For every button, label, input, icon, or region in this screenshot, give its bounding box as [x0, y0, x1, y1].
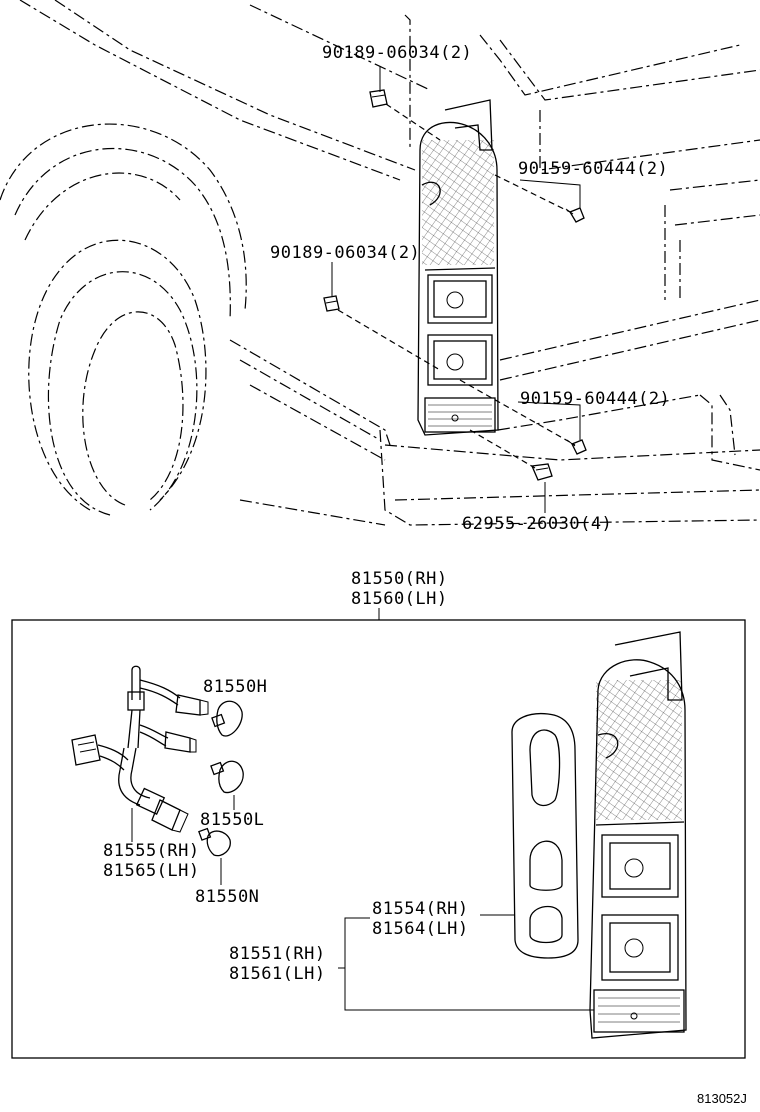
- vehicle-body-outline: [0, 0, 760, 526]
- screw-lower-label: 90159-60444(2): [520, 389, 670, 409]
- tail-lamp-installed: [417, 99, 499, 436]
- lamp-assy-lh-label: 81560(LH): [351, 589, 448, 609]
- lens-rh-label: 81551(RH): [229, 944, 326, 964]
- lamp-assy-rh-label: 81550(RH): [351, 569, 448, 589]
- nut-lower-icon: [323, 295, 340, 312]
- socket-lh-label: 81565(LH): [103, 861, 200, 881]
- assembly-detail-box: [11, 619, 746, 1059]
- socket-harness-icon: [71, 665, 209, 833]
- screw-upper-icon: [565, 207, 585, 223]
- bulb-l-label: 81550L: [200, 810, 264, 830]
- bulb-n-icon: [198, 827, 231, 857]
- lens-lh-label: 81561(LH): [229, 964, 326, 984]
- gasket-icon: [511, 712, 579, 959]
- bulb-h-icon: [211, 700, 243, 737]
- nut-lower-label: 90189-06034(2): [270, 243, 420, 263]
- screw-upper-label: 90159-60444(2): [518, 159, 668, 179]
- screw-lower-icon: [566, 439, 587, 455]
- bulb-n-label: 81550N: [195, 887, 259, 907]
- bulb-l-icon: [210, 760, 244, 794]
- clip-icon: [531, 463, 553, 481]
- gasket-rh-label: 81554(RH): [372, 899, 469, 919]
- gasket-lh-label: 81564(LH): [372, 919, 469, 939]
- clip-label: 62955-26030(4): [462, 514, 612, 534]
- figure-code: 813052J: [697, 1091, 747, 1106]
- nut-upper-label: 90189-06034(2): [322, 43, 472, 63]
- bulb-h-label: 81550H: [203, 677, 267, 697]
- nut-upper-icon: [369, 89, 388, 108]
- socket-rh-label: 81555(RH): [103, 841, 200, 861]
- lens-assembly-icon: [589, 631, 687, 1039]
